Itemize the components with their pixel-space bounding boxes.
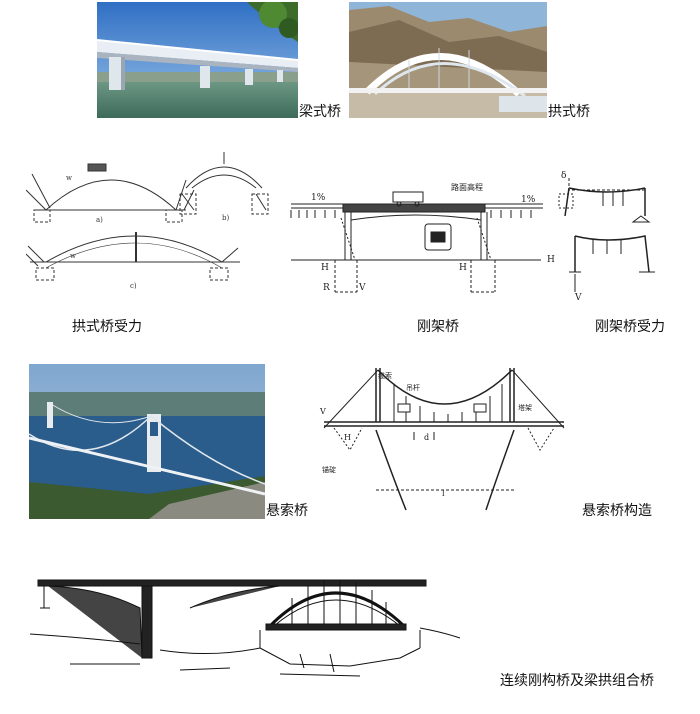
continuous-rigid-frame-arch-diagram bbox=[30, 568, 466, 688]
delta-label: δ bbox=[561, 171, 566, 181]
caption-beam-bridge: 梁式桥 bbox=[299, 104, 341, 120]
rigid-frame-diagram: 1% 1% 路面高程 H H R V bbox=[285, 180, 543, 298]
span-d-label: d bbox=[424, 433, 429, 442]
arch-force-diagram: w a) b) w c) bbox=[26, 150, 272, 290]
caption-combo: 连续刚构桥及梁拱组合桥 bbox=[500, 673, 654, 689]
road-level-label: 路面高程 bbox=[451, 182, 483, 192]
h-left-label: H bbox=[321, 263, 329, 273]
r-left-label: R bbox=[323, 283, 330, 293]
arch-label-b: b) bbox=[222, 214, 229, 222]
caption-rigid-frame: 刚架桥 bbox=[417, 319, 459, 335]
caption-arch-forces: 拱式桥受力 bbox=[72, 319, 142, 335]
h-right-label: H bbox=[459, 263, 467, 273]
arch-label-a: a) bbox=[96, 216, 103, 224]
susp-h-label: H bbox=[344, 433, 351, 442]
arch-bridge-photo bbox=[349, 2, 547, 118]
cable-label: 缆索 bbox=[378, 371, 392, 380]
span-l-label: l bbox=[442, 489, 445, 498]
caption-arch-bridge: 拱式桥 bbox=[548, 104, 590, 120]
slope-left-label: 1% bbox=[311, 193, 326, 203]
frame-v-label: V bbox=[574, 293, 582, 303]
tower-label: 塔架 bbox=[518, 403, 532, 412]
caption-suspension-structure: 悬索桥构造 bbox=[582, 503, 652, 519]
susp-v-label: V bbox=[319, 407, 326, 416]
frame-h-label: H bbox=[547, 255, 555, 265]
caption-suspension: 悬索桥 bbox=[266, 503, 308, 519]
beam-bridge-photo bbox=[97, 2, 298, 118]
rigid-frame-forces-diagram: δ H V bbox=[545, 166, 675, 306]
caption-rigid-frame-forces: 刚架桥受力 bbox=[595, 319, 665, 335]
slope-right-label: 1% bbox=[521, 195, 536, 205]
v-left-label: V bbox=[358, 283, 366, 293]
suspension-structure-diagram: 缆索 吊杆 塔架 锚碇 V H d l bbox=[314, 360, 572, 518]
arch-label-c: c) bbox=[130, 282, 137, 290]
arch-label-w2: w bbox=[70, 252, 76, 260]
arch-label-w1: w bbox=[66, 174, 72, 182]
anchor-label: 锚碇 bbox=[322, 465, 336, 474]
suspension-bridge-photo bbox=[29, 364, 265, 519]
hanger-label: 吊杆 bbox=[406, 383, 420, 392]
